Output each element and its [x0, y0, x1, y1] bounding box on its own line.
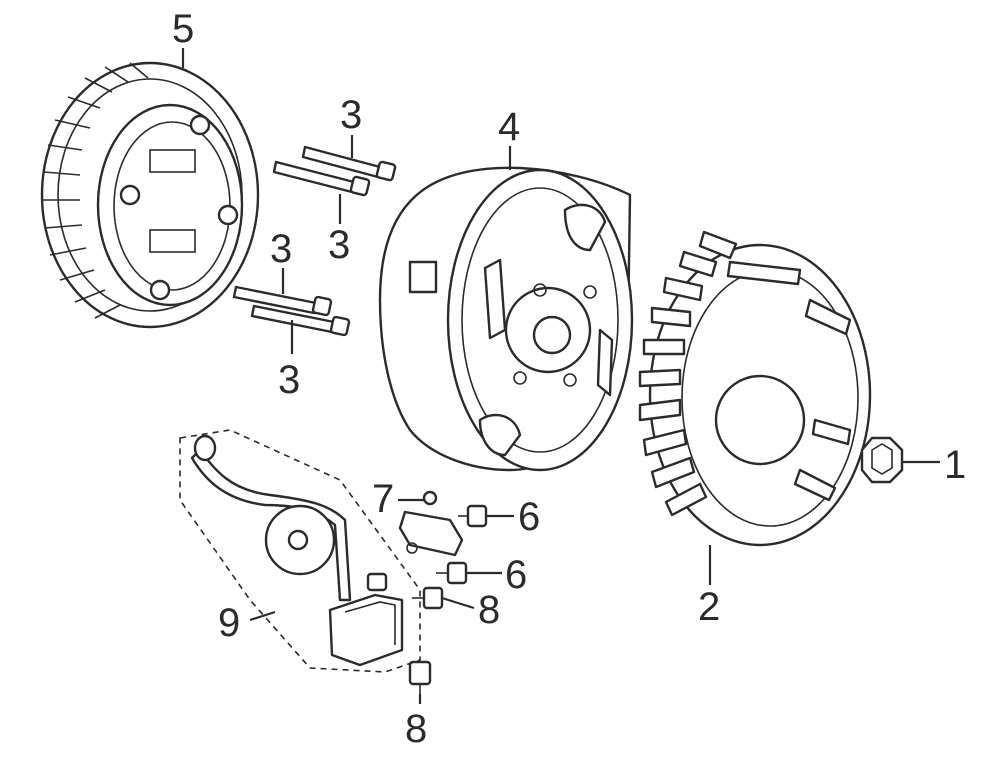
leader-lines — [181, 48, 940, 704]
callout-4: 4 — [498, 105, 520, 149]
part-2-impeller — [638, 230, 872, 547]
bolt-3d — [250, 304, 351, 337]
part-3-bolts — [232, 145, 397, 337]
callout-6a: 6 — [518, 495, 540, 539]
part-7-sensor — [398, 490, 464, 557]
bolt-3a — [301, 145, 397, 182]
callout-3c: 3 — [270, 227, 292, 271]
callout-7: 7 — [372, 477, 394, 521]
part-1-nut — [860, 436, 904, 484]
part-6-bolt-b — [436, 561, 468, 585]
part-9-ignition-coil-assembly — [179, 429, 421, 673]
part-8-bolt-a — [412, 586, 444, 610]
callout-labels: 5 3 3 3 3 4 1 2 7 6 6 8 9 8 — [172, 7, 966, 751]
callout-8a: 8 — [478, 588, 500, 632]
callout-2: 2 — [698, 585, 720, 629]
callout-5: 5 — [172, 7, 194, 51]
callout-3a: 3 — [340, 93, 362, 137]
callout-6b: 6 — [505, 553, 527, 597]
bolt-3c — [232, 285, 333, 317]
callout-9: 9 — [218, 601, 240, 645]
bolt-3b — [272, 160, 371, 197]
part-6-bolt-a — [458, 504, 488, 528]
callout-3d: 3 — [278, 358, 300, 402]
callout-3b: 3 — [328, 223, 350, 267]
part-5-cooling-fan — [40, 61, 260, 329]
callout-8b: 8 — [405, 707, 427, 751]
callout-1: 1 — [944, 443, 966, 487]
part-4-flywheel — [378, 166, 634, 472]
part-8-bolt-b — [408, 660, 432, 694]
